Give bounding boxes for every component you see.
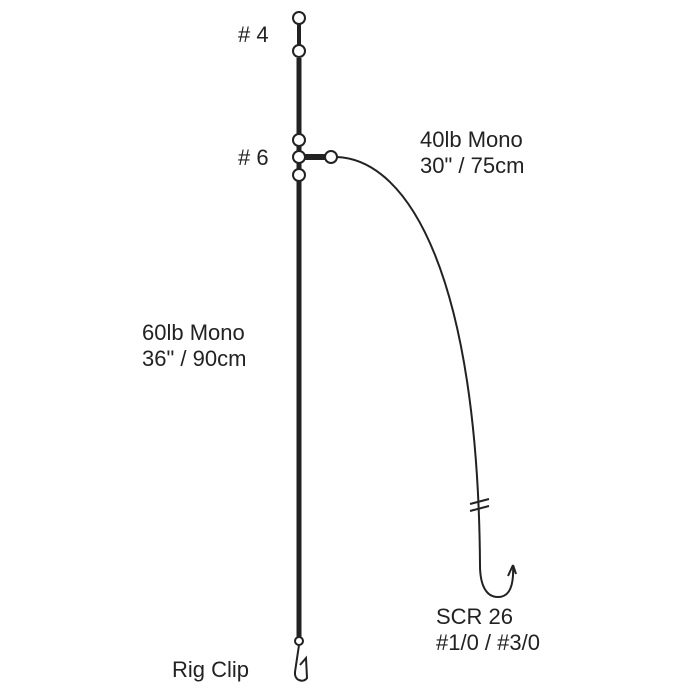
rig-clip-icon xyxy=(293,644,309,682)
middle-swivel-ring-bottom xyxy=(292,168,306,182)
hook-label-line2: #1/0 / #3/0 xyxy=(436,630,540,655)
whipping-mark-1 xyxy=(469,498,490,505)
middle-swivel-ring-center xyxy=(292,150,306,164)
whipping-mark-2 xyxy=(469,505,490,512)
mainline-label: 60lb Mono 36" / 90cm xyxy=(142,320,246,372)
top-swivel-ring-lower xyxy=(292,44,306,58)
snood-label-line1: 40lb Mono xyxy=(420,127,523,152)
top-swivel-label: # 4 xyxy=(238,22,269,47)
middle-swivel-ring-side xyxy=(324,150,338,164)
top-swivel-ring-upper xyxy=(292,11,306,25)
middle-swivel-label: # 6 xyxy=(238,145,269,170)
snood-label-line2: 30" / 75cm xyxy=(420,153,525,178)
rig-clip-eye xyxy=(294,636,304,646)
snood-line xyxy=(336,156,481,566)
hook-label: SCR 26 #1/0 / #3/0 xyxy=(436,604,540,656)
rig-clip-label: Rig Clip xyxy=(172,657,250,682)
mainline-label-line2: 36" / 90cm xyxy=(142,346,247,371)
hook-label-line1: SCR 26 xyxy=(436,604,514,629)
mainline-label-line1: 60lb Mono xyxy=(142,320,245,345)
snood-label: 40lb Mono 30" / 75cm xyxy=(420,127,524,179)
hook-barb xyxy=(507,564,517,577)
hook-icon xyxy=(479,564,515,599)
middle-swivel-ring-top xyxy=(292,133,306,147)
